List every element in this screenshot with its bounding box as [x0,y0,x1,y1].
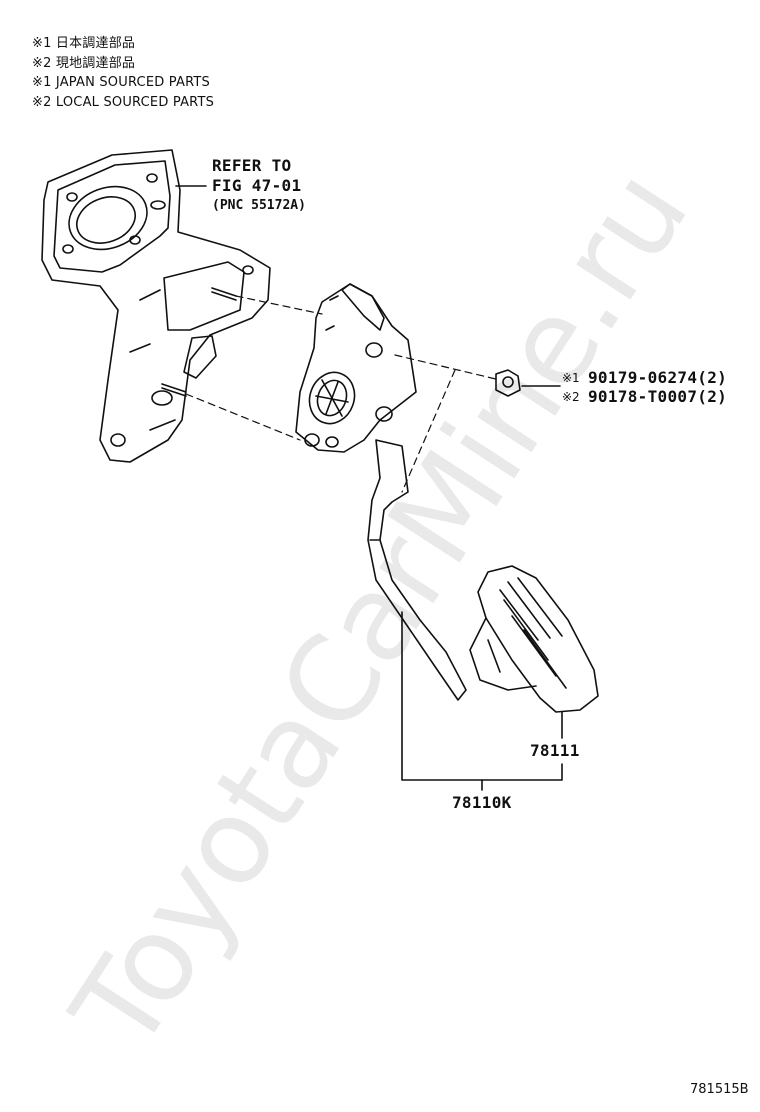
legend-line-local-en: ※2 LOCAL SOURCED PARTS [32,94,215,110]
pad-part-number: 78111 [530,741,580,760]
pedal-sensor-housing [295,283,417,453]
legend-line-japan-jp: ※1 日本調達部品 [32,36,136,51]
sourcing-legend: ※1 日本調達部品 ※2 現地調達部品 ※1 JAPAN SOURCED PAR… [32,34,214,112]
assembly-part-number: 78110K [452,793,512,812]
pedal-pad [469,565,599,713]
legend-line-japan-en: ※1 JAPAN SOURCED PARTS [32,75,210,90]
nut-part-number-2: 90178-T0007(2) [588,387,728,406]
nut-part-mark-2: ※2 [562,390,580,404]
alignment-lines [185,295,501,493]
pedal-arm [367,439,467,701]
nut [495,369,521,397]
illustration-number: 781515B [690,1082,749,1097]
refer-label-line2: FIG 47-01 [212,176,302,195]
legend-line-local-jp: ※2 現地調達部品 [32,55,136,71]
refer-label-line3: (PNC 55172A) [212,198,306,213]
nut-part-mark-1: ※1 [562,371,580,385]
nut-part-number-1: 90179-06274(2) [588,368,728,387]
bracket [41,149,271,463]
refer-label-line1: REFER TO [212,156,292,175]
